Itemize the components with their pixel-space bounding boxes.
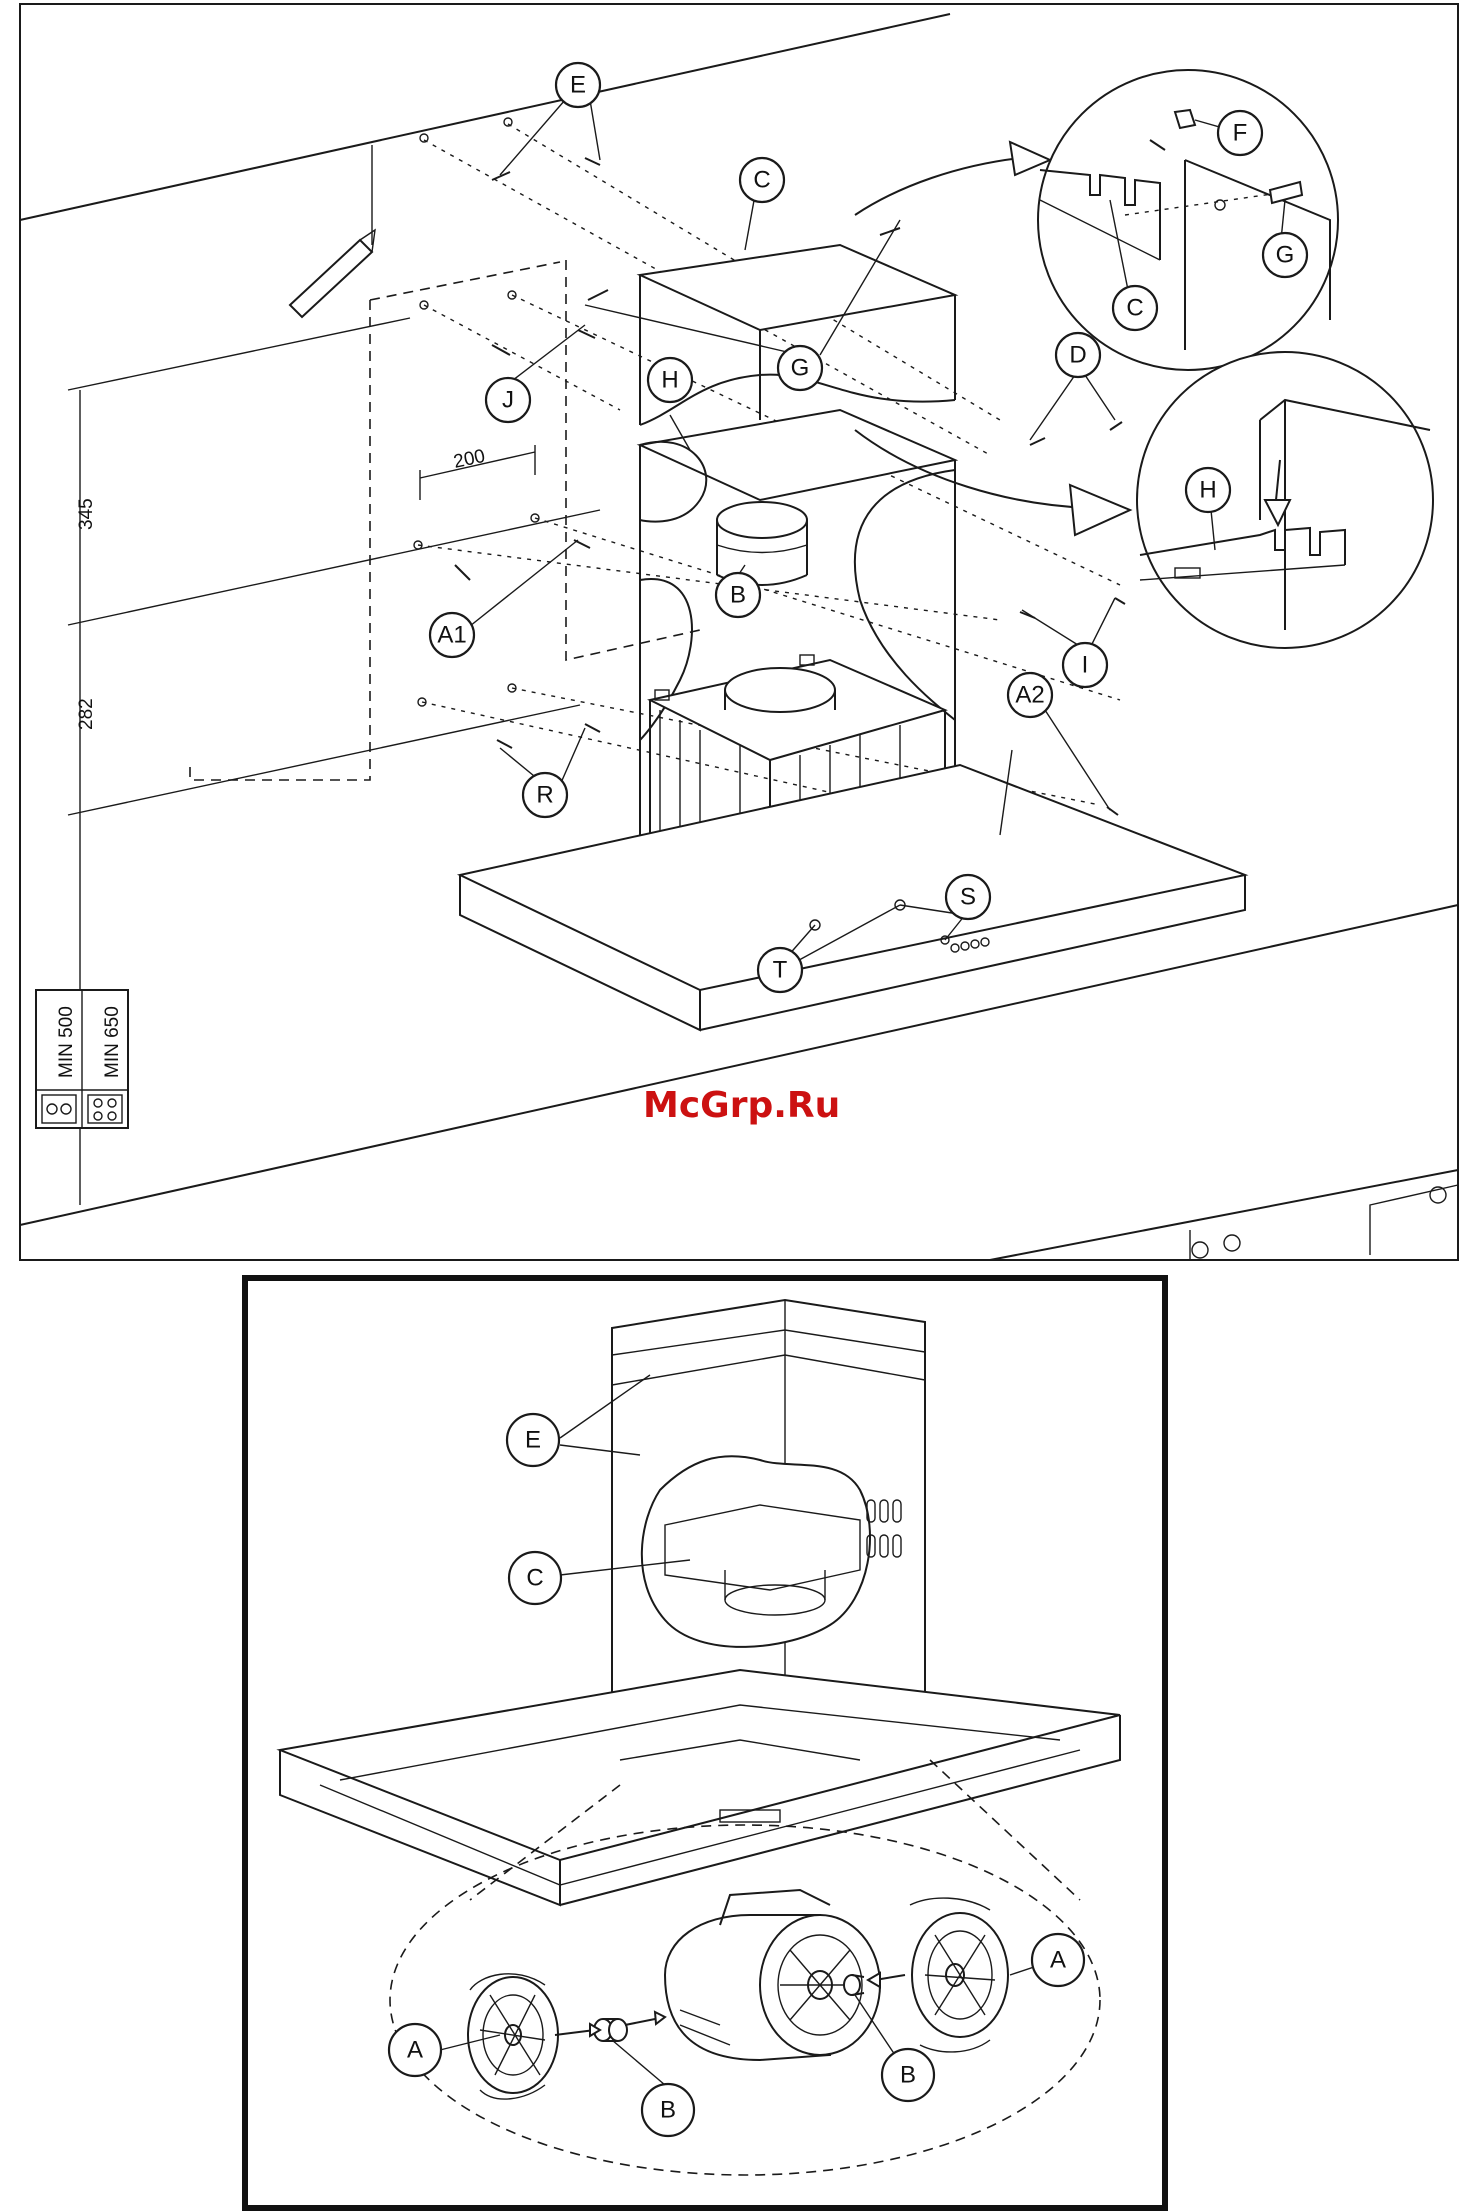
blower-motor: [665, 1890, 880, 2060]
chimney-cutout: [642, 1456, 870, 1647]
hood-canopy-bottom: [280, 1670, 1120, 1905]
detail-circle-top: [1038, 70, 1338, 370]
svg-text:J: J: [502, 387, 514, 414]
label-a-right: A: [1032, 1934, 1084, 1986]
detail-circle-bottom: [1137, 352, 1433, 648]
carbon-filter-right: [910, 1898, 1008, 2052]
label-g-detail: G: [1263, 233, 1307, 277]
svg-text:C: C: [526, 1565, 543, 1592]
svg-text:I: I: [1082, 652, 1089, 679]
svg-text:G: G: [1276, 242, 1295, 269]
label-c-bottom: C: [509, 1552, 561, 1604]
label-c-top: C: [740, 158, 784, 202]
svg-text:A1: A1: [437, 622, 466, 649]
svg-text:B: B: [900, 2062, 916, 2089]
label-a1: A1: [430, 613, 474, 657]
label-f: F: [1218, 111, 1262, 155]
label-h-top: H: [648, 358, 692, 402]
upper-bracket: [640, 245, 955, 425]
svg-text:T: T: [773, 957, 788, 984]
label-c-detail: C: [1113, 286, 1157, 330]
svg-text:H: H: [661, 367, 678, 394]
dim-345: 345: [76, 498, 97, 530]
label-g-top: G: [778, 346, 822, 390]
label-s: S: [946, 875, 990, 919]
dim-200: 200: [452, 446, 487, 473]
label-d: D: [1056, 333, 1100, 377]
label-h-detail: H: [1186, 468, 1230, 512]
label-i: I: [1063, 643, 1107, 687]
svg-text:A2: A2: [1015, 682, 1044, 709]
label-a2: A2: [1008, 673, 1052, 717]
svg-text:R: R: [536, 782, 553, 809]
label-b-top: B: [716, 573, 760, 617]
spigot-b: [717, 502, 807, 585]
svg-text:G: G: [791, 355, 810, 382]
label-e-bottom: E: [507, 1414, 559, 1466]
svg-text:S: S: [960, 884, 976, 911]
svg-text:C: C: [1126, 295, 1143, 322]
svg-text:E: E: [570, 72, 586, 99]
min-clearance-box: MIN 500 MIN 650: [36, 990, 128, 1128]
label-t: T: [758, 948, 802, 992]
min-650-label: MIN 650: [102, 1006, 123, 1078]
pencil-icon: [290, 145, 375, 317]
watermark-text: McGrp.Ru: [643, 1085, 840, 1126]
svg-text:C: C: [753, 167, 770, 194]
svg-text:A: A: [1050, 1947, 1066, 1974]
label-e-top: E: [556, 63, 600, 107]
svg-text:B: B: [730, 582, 746, 609]
hood-canopy: [460, 765, 1245, 1030]
svg-text:D: D: [1069, 342, 1086, 369]
bottom-filter-diagram: E C A A B B: [245, 1000, 1165, 2208]
top-wall-mounting-diagram: 200 345 282: [20, 4, 1458, 1260]
label-r: R: [523, 773, 567, 817]
min-500-label: MIN 500: [56, 1006, 77, 1078]
arrow-to-detail-top: [855, 158, 1020, 215]
carbon-filter-left: [468, 1974, 558, 2099]
label-j: J: [486, 378, 530, 422]
countertop-edge: [990, 1170, 1458, 1260]
ceiling-line: [20, 14, 950, 220]
svg-text:F: F: [1233, 120, 1248, 147]
dim-282: 282: [76, 698, 97, 730]
svg-text:E: E: [525, 1427, 541, 1454]
lower-bracket: [640, 410, 955, 500]
svg-text:H: H: [1199, 477, 1216, 504]
label-b-left: B: [642, 2084, 694, 2136]
svg-text:B: B: [660, 2097, 676, 2124]
svg-text:A: A: [407, 2037, 423, 2064]
label-a-left: A: [389, 2024, 441, 2076]
label-b-right: B: [882, 2049, 934, 2101]
